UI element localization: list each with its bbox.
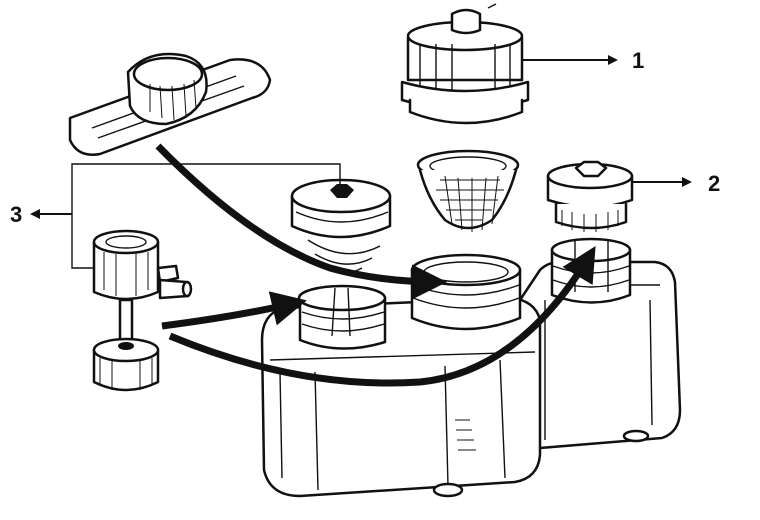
reservoir-filler-neck-left xyxy=(297,284,387,350)
reservoir-plug-cap-right xyxy=(546,160,634,232)
callout-2-label: 2 xyxy=(708,171,720,196)
assembly-arrow-float-to-center xyxy=(155,143,447,300)
callout-3-bracket xyxy=(71,163,341,269)
assembly-arrow-valve-to-right xyxy=(168,245,596,387)
assembly-arrow-valve-to-left xyxy=(161,291,307,330)
callout-1-label: 1 xyxy=(632,48,644,73)
screw-plug xyxy=(290,178,392,274)
callout-3-label: 3 xyxy=(10,202,22,227)
level-switch-float xyxy=(68,52,272,156)
reservoir-filler-neck-center xyxy=(410,253,522,331)
strainer-basket xyxy=(416,149,520,232)
float-valve-assembly xyxy=(92,229,193,392)
reservoir-cap xyxy=(400,3,530,125)
